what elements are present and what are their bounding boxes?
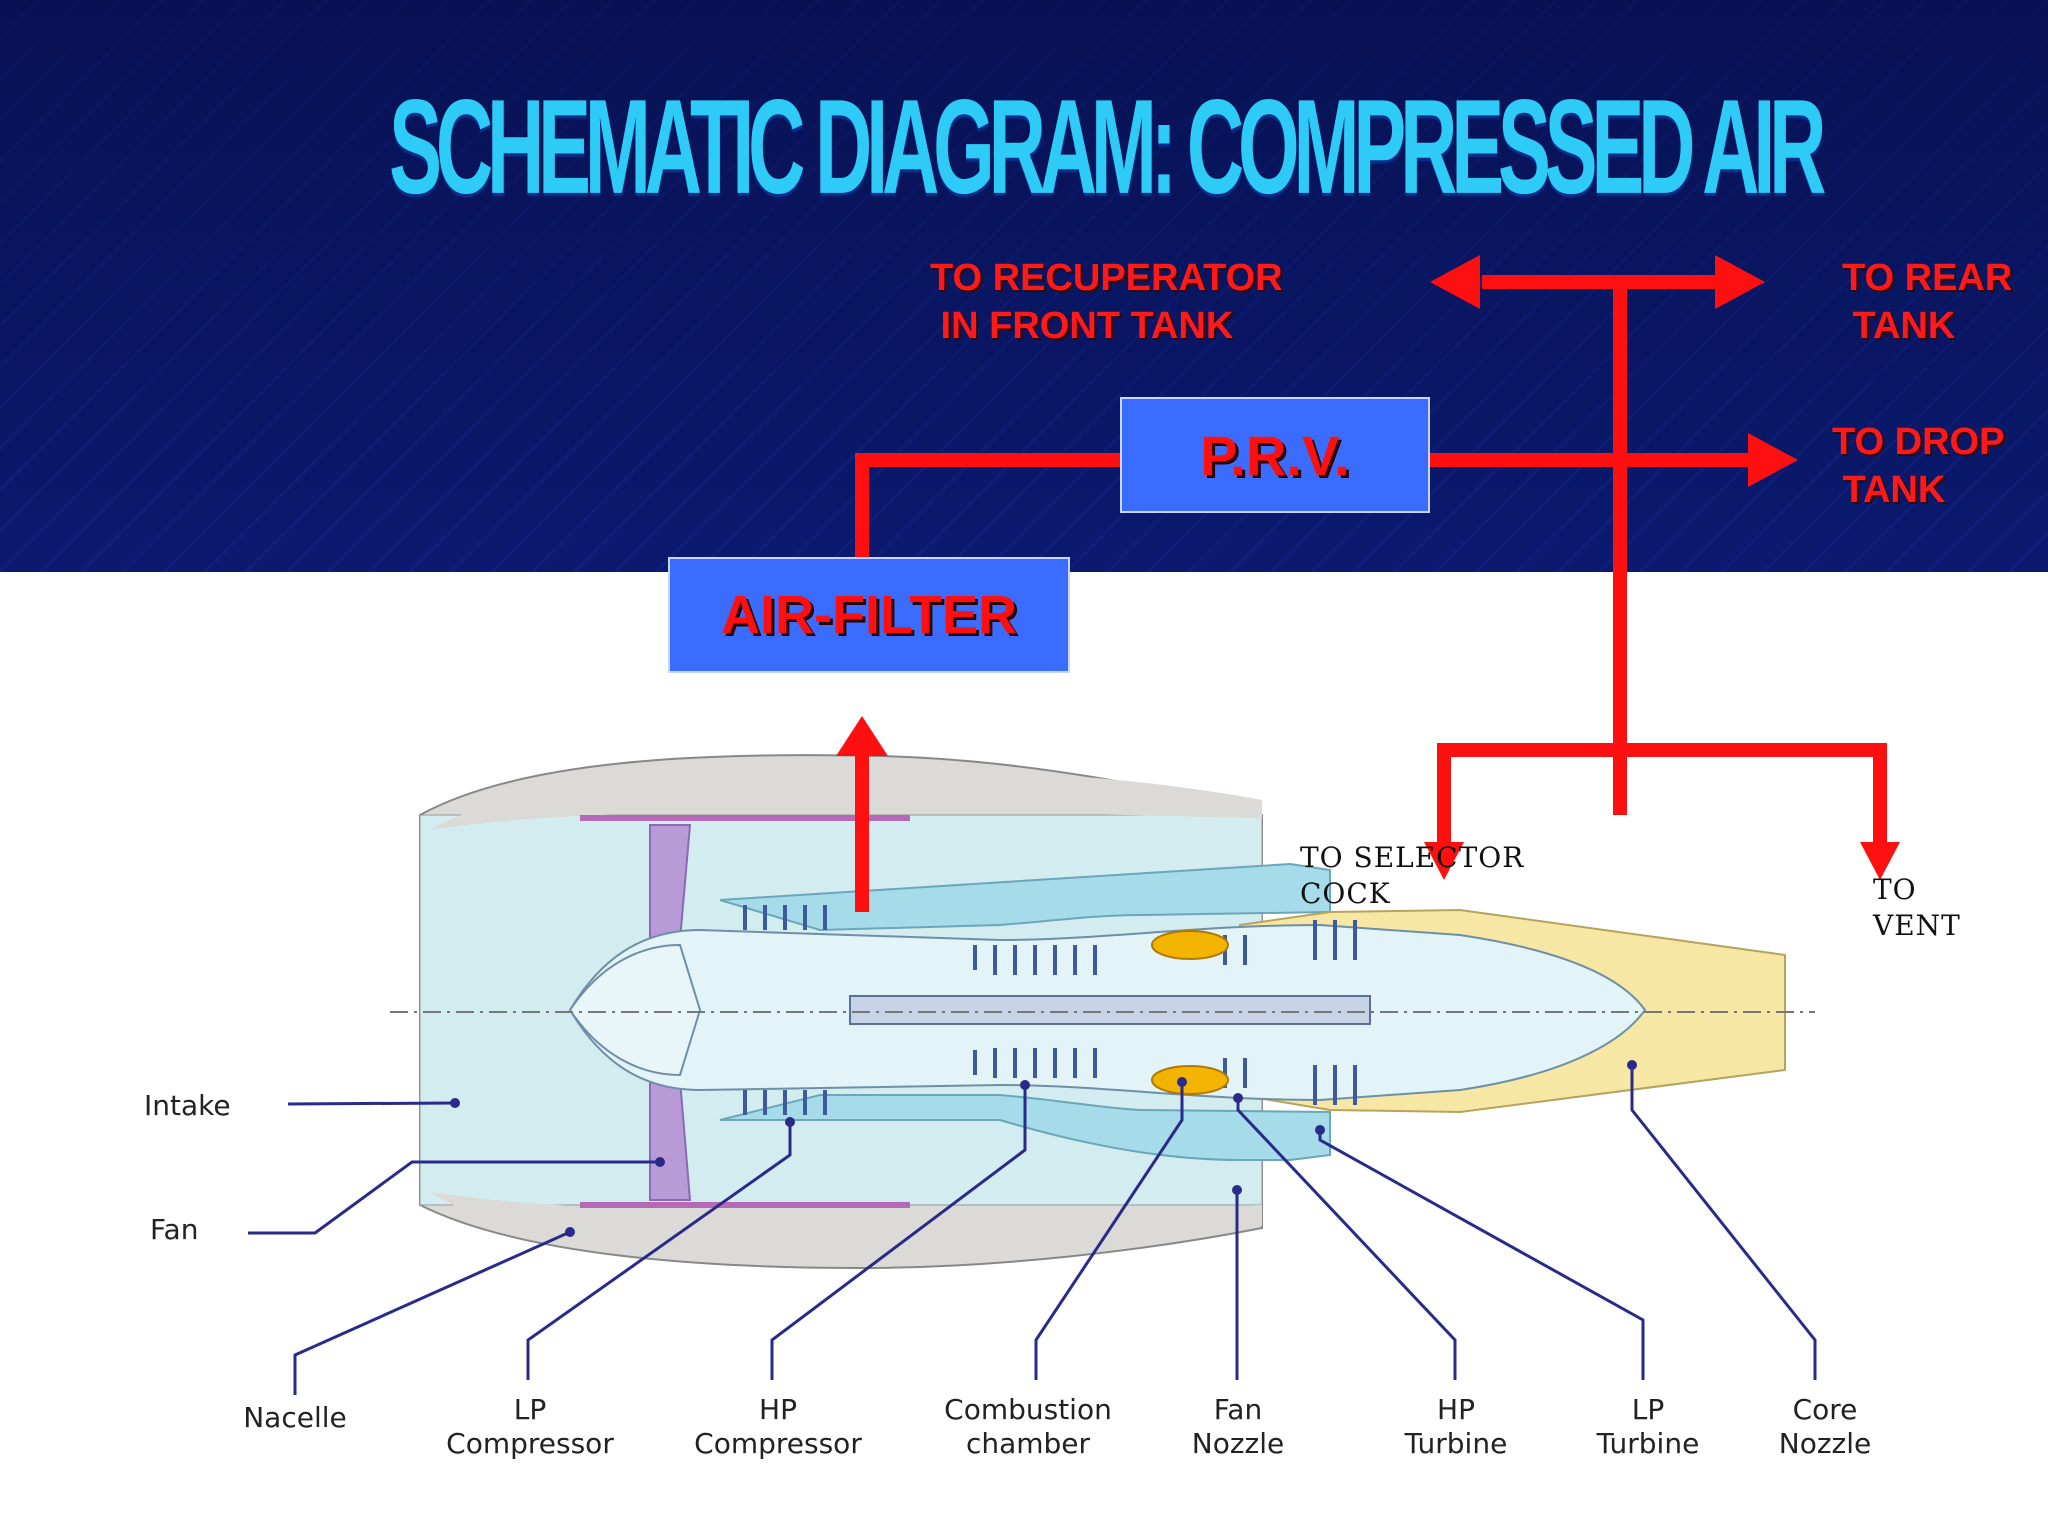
label-hp-turbine: HP Turbine <box>1404 1393 1508 1460</box>
label-fan-nozzle: Fan Nozzle <box>1191 1393 1285 1460</box>
arrow-down-selector <box>1424 842 1464 880</box>
label-to-vent: TO VENT <box>1873 873 1961 942</box>
label-nacelle: Nacelle <box>243 1401 347 1434</box>
label-to-selector-cock: TO SELECTOR COCK <box>1300 841 1525 910</box>
label-lp-turbine: LP Turbine <box>1596 1393 1700 1460</box>
fan-duct-lower <box>719 1094 1331 1161</box>
arrow-down-vent <box>1860 842 1900 880</box>
leader-dots <box>450 1060 1637 1237</box>
prv-box: P.R.V. <box>1120 397 1430 513</box>
arrow-up-air-filter <box>836 716 888 756</box>
combustor-upper <box>1151 930 1229 960</box>
label-hp-compressor: HP Compressor <box>694 1393 862 1460</box>
arrow-right-drop-tank <box>1748 433 1798 487</box>
fan-duct-upper <box>719 862 1331 932</box>
combustor-lower <box>1151 1065 1229 1095</box>
spinner <box>568 943 702 1077</box>
label-combustion-chamber: Combustion chamber <box>944 1393 1112 1460</box>
label-fan: Fan <box>150 1213 199 1246</box>
arrowheads <box>836 255 1900 880</box>
arrow-right-rear-tank <box>1715 255 1765 309</box>
label-to-drop-tank: TO DROP TANK <box>1832 421 2005 511</box>
page-title: SCHEMATIC DIAGRAM: COMPRESSED AIR <box>389 72 1826 223</box>
prv-label: P.R.V. <box>1200 423 1350 487</box>
label-to-recuperator: TO RECUPERATOR IN FRONT TANK <box>930 257 1283 347</box>
shaft <box>849 995 1371 1025</box>
arrow-left-recuperator <box>1430 255 1480 309</box>
air-filter-label: AIR-FILTER <box>721 585 1017 645</box>
label-lp-compressor: LP Compressor <box>446 1393 614 1460</box>
leader-lines <box>248 1065 1817 1395</box>
label-intake: Intake <box>144 1089 231 1122</box>
air-filter-box: AIR-FILTER <box>668 557 1070 673</box>
label-core-nozzle: Core Nozzle <box>1778 1393 1872 1460</box>
label-to-rear-tank: TO REAR TANK <box>1842 257 2013 347</box>
compressor-stages-lower <box>743 1048 1357 1115</box>
